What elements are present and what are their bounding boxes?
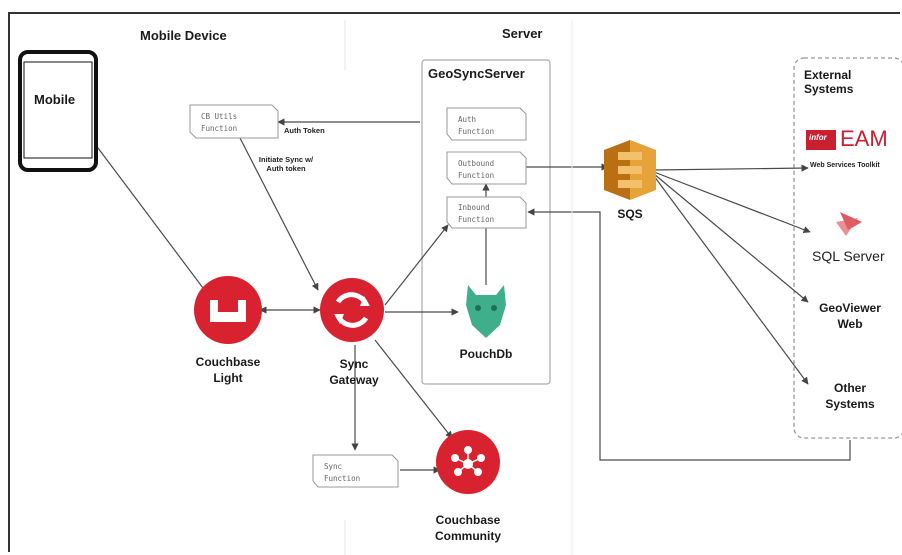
outbound-function-shape [446, 151, 527, 185]
sync-gateway-icon [320, 278, 384, 342]
sync-function-label: Sync Function [324, 462, 361, 483]
outbound-function-label: Outbound Function [458, 159, 495, 180]
other-systems-label: Other Systems [825, 381, 875, 411]
geosyncserver-title: GeoSyncServer [428, 66, 525, 81]
edge-sync-gateway-inbound [384, 224, 449, 306]
edge-mobile-couchbase-light [91, 139, 213, 301]
couchbase-community-label: Couchbase Community [435, 513, 501, 543]
auth-token-label: Auth Token [284, 126, 325, 135]
eam-logo [806, 130, 836, 150]
couchbase-community-icon [436, 430, 500, 494]
edge-sync-gateway-community [374, 339, 453, 439]
sync-function-shape [312, 454, 399, 488]
auth-function-label: Auth Function [458, 115, 495, 136]
mobile-label: Mobile [34, 92, 76, 107]
couchbase-light-label: Couchbase Light [195, 355, 261, 385]
pouchdb-icon [466, 285, 506, 338]
eam-sub-label: Web Services Toolkit [810, 162, 880, 169]
edge-sqs-geoviewer [653, 173, 809, 303]
sql-server-label: SQL Server [812, 248, 885, 264]
external-systems-title: External Systems [804, 68, 854, 96]
section-title-mobile-device: Mobile Device [140, 28, 227, 43]
inbound-function-label: Inbound Function [458, 203, 495, 224]
edge-sqs-sqlserver [653, 171, 811, 234]
section-title-server: Server [502, 26, 543, 41]
inbound-function-shape [446, 196, 527, 229]
pouchdb-label: PouchDb [459, 347, 513, 361]
edge-sqs-eam [653, 164, 809, 172]
cb-utils-function-shape [189, 104, 279, 139]
edge-external-inbound [527, 208, 851, 461]
sqs-label: SQS [617, 207, 643, 221]
sync-gateway-label: Sync Gateway [329, 357, 379, 387]
sqs-icon [604, 140, 656, 200]
eam-brand: infor [809, 133, 827, 142]
geoviewer-web-label: GeoViewer Web [819, 301, 881, 331]
edge-sqs-other [653, 175, 809, 385]
external-systems-box [793, 57, 902, 439]
auth-function-shape [446, 107, 527, 141]
server-box [421, 59, 551, 385]
cb-utils-function-label: CB Utils Function [201, 112, 238, 133]
sql-server-logo [836, 212, 862, 236]
edge-cbutils-sync-gateway [239, 137, 319, 291]
couchbase-light-icon [194, 276, 262, 344]
initiate-sync-label: Initiate Sync w/ Auth token [258, 155, 314, 173]
eam-label: EAM [840, 126, 888, 151]
diagram-frame [8, 12, 900, 552]
mobile-device-icon [18, 50, 98, 172]
